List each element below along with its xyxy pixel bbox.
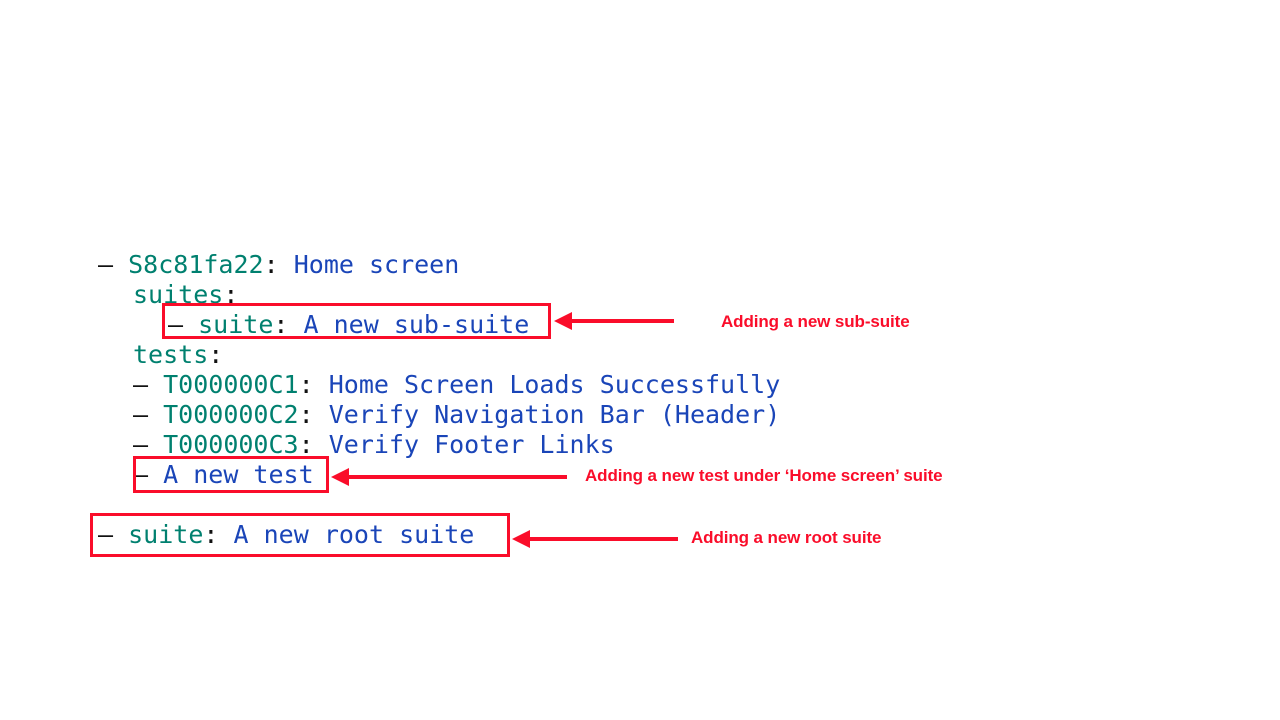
tree-line-tests-key: tests: <box>133 340 223 370</box>
test-id: T000000C1 <box>163 370 299 399</box>
list-dash: – <box>98 250 114 279</box>
highlight-box-sub-suite <box>162 303 551 339</box>
list-dash: – <box>133 460 149 489</box>
colon: : <box>298 370 314 399</box>
colon: : <box>223 280 239 309</box>
list-dash: – <box>133 430 149 459</box>
root-suite-id: S8c81fa22 <box>128 250 264 279</box>
list-dash: – <box>168 310 184 339</box>
tree-line-new-root-suite: – suite: A new root suite <box>98 520 474 550</box>
annotation-label-new-test: Adding a new test under ‘Home screen’ su… <box>585 466 943 485</box>
test-id: T000000C2 <box>163 400 299 429</box>
space-1 <box>148 400 163 429</box>
new-root-suite-name: A new root suite <box>233 520 475 549</box>
colon: : <box>298 430 314 459</box>
tree-line-test-2: – T000000C2: Verify Navigation Bar (Head… <box>133 400 780 430</box>
annotation-label-sub-suite: Adding a new sub-suite <box>721 312 910 331</box>
space-2 <box>314 430 329 459</box>
suite-keyword: suite <box>128 520 204 549</box>
test-name: Verify Footer Links <box>328 430 615 459</box>
space-2 <box>314 400 329 429</box>
list-dash: – <box>133 400 149 429</box>
suite-keyword: suite <box>198 310 274 339</box>
highlight-box-new-root-suite <box>90 513 510 557</box>
list-dash: – <box>133 370 149 399</box>
colon: : <box>208 340 224 369</box>
colon: : <box>273 310 289 339</box>
colon: : <box>203 520 219 549</box>
tree-line-test-3: – T000000C3: Verify Footer Links <box>133 430 615 460</box>
tree-line-new-test: – A new test <box>133 460 314 490</box>
annotation-label-new-root-suite: Adding a new root suite <box>691 528 882 547</box>
highlight-box-new-test <box>133 456 329 493</box>
tree-line-new-sub-suite: – suite: A new sub-suite <box>168 310 529 340</box>
space-1 <box>148 370 163 399</box>
root-suite-name: Home screen <box>293 250 460 279</box>
space-2 <box>314 370 329 399</box>
arrow-to-new-root-suite <box>512 530 678 548</box>
test-id: T000000C3 <box>163 430 299 459</box>
arrow-to-sub-suite <box>554 312 674 330</box>
tests-keyword: tests <box>133 340 209 369</box>
tree-line-root-suite: – S8c81fa22: Home screen <box>98 250 459 280</box>
arrow-to-new-test <box>331 468 567 486</box>
list-dash: – <box>98 520 114 549</box>
space-2 <box>279 250 294 279</box>
space-1 <box>148 430 163 459</box>
colon: : <box>298 400 314 429</box>
space-1 <box>113 250 128 279</box>
new-test-name: A new test <box>163 460 314 489</box>
test-name: Home Screen Loads Successfully <box>328 370 781 399</box>
test-name: Verify Navigation Bar (Header) <box>328 400 781 429</box>
colon: : <box>263 250 279 279</box>
sub-suite-name: A new sub-suite <box>303 310 530 339</box>
tree-line-test-1: – T000000C1: Home Screen Loads Successfu… <box>133 370 780 400</box>
